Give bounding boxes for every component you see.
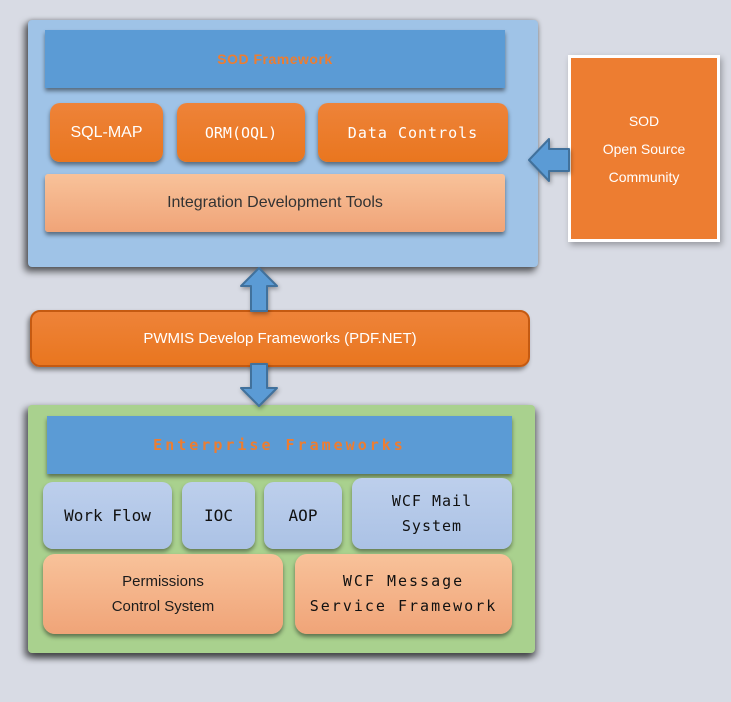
enterprise-title: Enterprise Frameworks (153, 436, 406, 454)
sod-framework-title: SOD Framework (217, 51, 333, 67)
pwmis-box: PWMIS Develop Frameworks (PDF.NET) (30, 310, 530, 367)
wcf-message-line-1: WCF Message (342, 572, 465, 590)
wcf-mail-line-1: WCF Mail (391, 491, 473, 510)
module-work-flow: Work Flow (43, 482, 172, 549)
module-sql-map-label: SQL-MAP (70, 123, 143, 141)
wcf-mail-line-2: System (401, 516, 463, 535)
arrow-left-icon (528, 138, 570, 182)
pwmis-label: PWMIS Develop Frameworks (PDF.NET) (143, 330, 417, 347)
module-data-controls-label: Data Controls (347, 123, 479, 142)
module-aop-label: AOP (288, 506, 318, 525)
community-line-2: Open Source (602, 140, 686, 157)
permissions-box: Permissions Control System (43, 554, 283, 634)
enterprise-title-bar: Enterprise Frameworks (47, 416, 512, 474)
sod-framework-title-bar: SOD Framework (45, 30, 505, 88)
enterprise-container: Enterprise Frameworks Work Flow IOC AOP … (28, 405, 535, 653)
wcf-message-box: WCF Message Service Framework (295, 554, 512, 634)
wcf-message-line-2: Service Framework (309, 597, 498, 615)
permissions-line-2: Control System (111, 598, 215, 615)
module-ioc-label: IOC (204, 506, 233, 525)
integration-tools-box: Integration Development Tools (45, 174, 505, 232)
module-orm-oql: ORM(OQL) (177, 103, 305, 162)
community-line-3: Community (608, 168, 680, 185)
sod-framework-container: SOD Framework SQL-MAP ORM(OQL) Data Cont… (28, 20, 538, 267)
module-orm-oql-label: ORM(OQL) (204, 123, 278, 142)
module-ioc: IOC (182, 482, 255, 549)
module-aop: AOP (264, 482, 342, 549)
module-wcf-mail: WCF Mail System (352, 478, 512, 549)
arrow-down-icon (240, 363, 278, 407)
community-box: SOD Open Source Community (568, 55, 720, 242)
arrow-up-icon (240, 267, 278, 312)
permissions-line-1: Permissions (122, 573, 204, 590)
module-sql-map: SQL-MAP (50, 103, 163, 162)
integration-tools-label: Integration Development Tools (167, 194, 383, 211)
module-work-flow-label: Work Flow (64, 506, 151, 525)
module-data-controls: Data Controls (318, 103, 508, 162)
community-line-1: SOD (628, 112, 660, 129)
